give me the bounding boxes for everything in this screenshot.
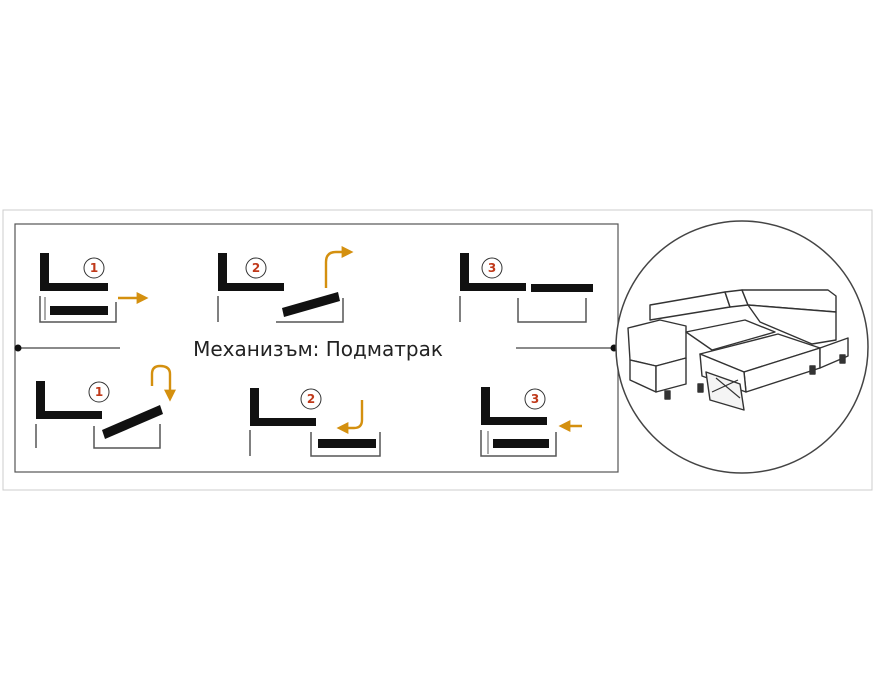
top-step-2: 2 [217, 246, 354, 323]
step-number-badge: 1 [88, 381, 110, 403]
step-number-badge: 3 [481, 257, 503, 279]
bottom-step-1: 1 [35, 364, 176, 449]
sofa-seat-icon [250, 388, 316, 426]
sofa-seat-icon [481, 387, 547, 425]
sofa-seat-icon [218, 253, 284, 291]
tilted-mattress-icon [102, 405, 163, 439]
extended-mattress-icon [531, 284, 593, 292]
bottom-step-3: 3 [480, 387, 582, 457]
mattress-icon [493, 439, 549, 448]
top-step-3: 3 [459, 253, 593, 323]
mechanism-title: Механизъм: Подматрак [193, 337, 443, 361]
tilted-mattress-icon [282, 292, 340, 317]
connector-dot-left [14, 344, 22, 352]
base-frame-icon [39, 296, 117, 323]
up-hook-arrow-icon [324, 246, 354, 288]
base-frame-icon [249, 430, 381, 457]
u-turn-arrow-icon [150, 364, 176, 402]
down-hook-arrow-icon [336, 400, 364, 434]
sofa-seat-icon [460, 253, 526, 291]
step-number-badge: 2 [300, 388, 322, 410]
step-number-badge: 2 [245, 257, 267, 279]
step-number: 2 [307, 392, 315, 406]
outer-border [2, 209, 873, 491]
step-number: 1 [95, 385, 103, 399]
step-number-badge: 1 [83, 257, 105, 279]
base-frame-icon [459, 296, 587, 323]
sofa-seat-icon [36, 381, 102, 419]
base-frame-icon [217, 296, 344, 323]
corner-sofa-illustration [615, 220, 869, 474]
mattress-icon [318, 439, 376, 448]
step-number: 3 [531, 392, 539, 406]
corner-sofa-with-storage-icon [627, 289, 849, 411]
base-frame-icon [35, 424, 161, 449]
base-frame-icon [480, 430, 557, 457]
bottom-step-2: 2 [249, 388, 381, 457]
step-number: 3 [488, 261, 496, 275]
top-step-1: 1 [39, 253, 149, 323]
step-number: 1 [90, 261, 98, 275]
sofa-seat-icon [40, 253, 108, 291]
mattress-icon [50, 306, 108, 315]
step-number: 2 [252, 261, 260, 275]
step-number-badge: 3 [524, 388, 546, 410]
